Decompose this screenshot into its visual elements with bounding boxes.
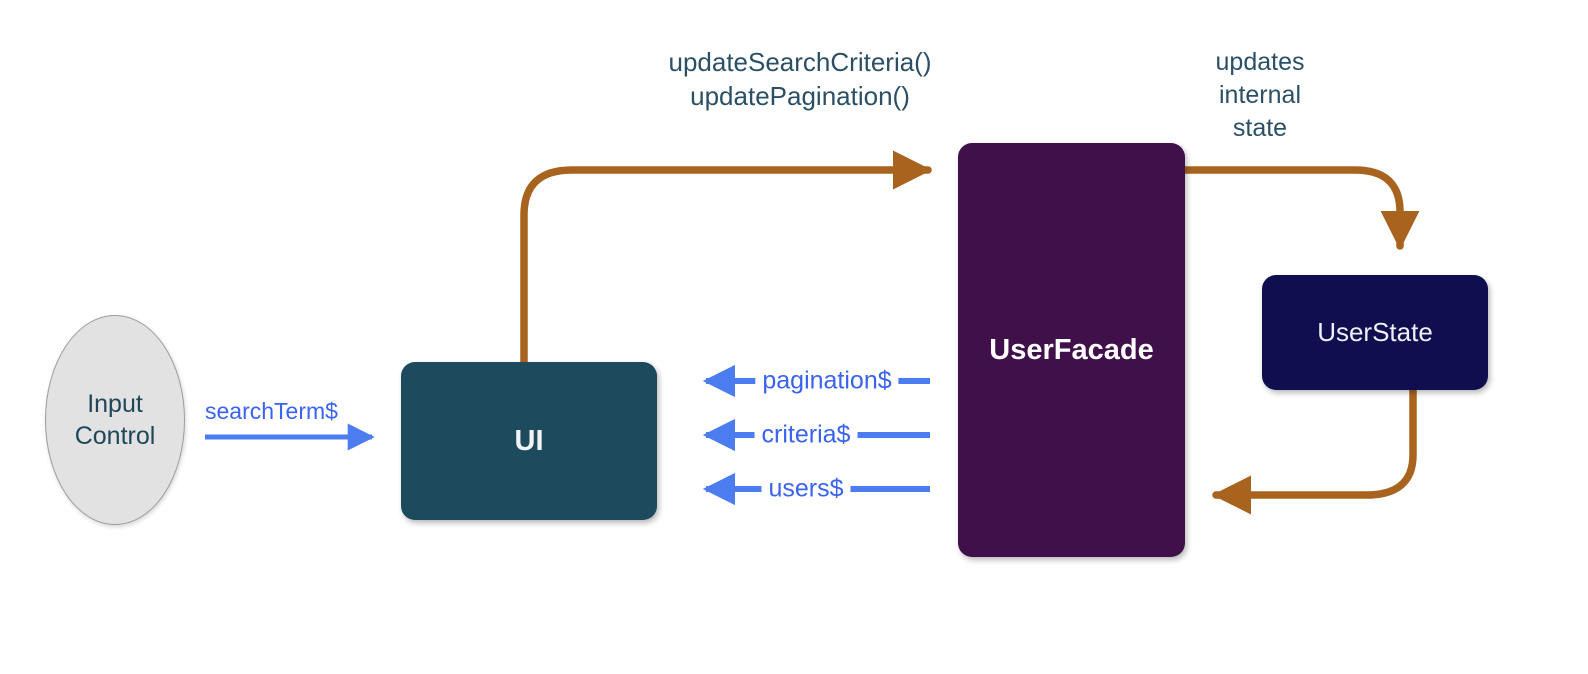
edge-label-pagination-stream: pagination$ xyxy=(755,366,899,396)
node-user-facade[interactable]: UserFacade xyxy=(958,143,1185,557)
edge-label-update-calls: updateSearchCriteria() updatePagination(… xyxy=(668,47,932,112)
edge-updates-internal-state xyxy=(1181,166,1420,250)
edge-update-calls xyxy=(520,150,932,366)
node-ui[interactable]: UI xyxy=(401,362,657,520)
edge-state-return xyxy=(1212,386,1417,515)
node-input-control-label: Input Control xyxy=(74,390,156,450)
node-user-state[interactable]: UserState xyxy=(1262,275,1488,390)
edge-label-users-stream: users$ xyxy=(761,474,851,504)
edge-label-search-term: searchTerm$ xyxy=(205,398,338,424)
node-ui-label: UI xyxy=(514,424,544,457)
node-input-control[interactable]: Input Control xyxy=(45,315,185,525)
edge-label-updates-internal-state: updates internal state xyxy=(1215,48,1305,142)
node-user-state-label: UserState xyxy=(1317,317,1433,347)
edge-label-criteria-stream: criteria$ xyxy=(754,420,858,450)
node-user-facade-label: UserFacade xyxy=(989,333,1154,366)
